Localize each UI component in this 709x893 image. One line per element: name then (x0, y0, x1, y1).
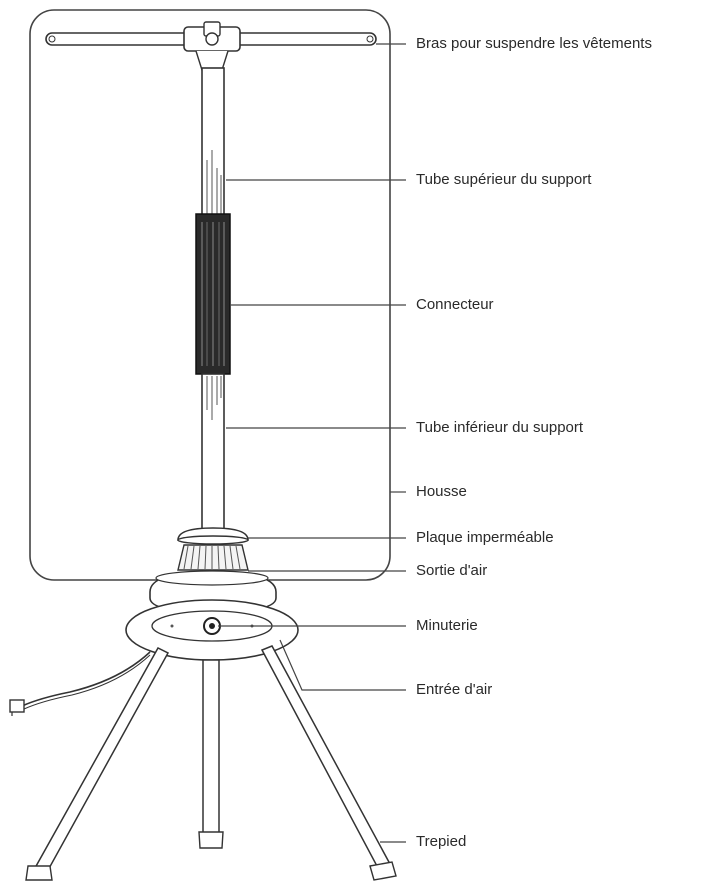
label-tripod: Trepied (416, 833, 467, 850)
label-air-outlet: Sortie d'air (416, 562, 488, 579)
label-upper-tube: Tube supérieur du support (416, 171, 592, 188)
label-cover: Housse (416, 483, 467, 500)
hanging-arms (45, 21, 377, 71)
label-lower-tube: Tube inférieur du support (416, 419, 584, 436)
label-timer: Minuterie (416, 617, 478, 634)
upper-tube (201, 67, 225, 219)
connector (195, 213, 231, 375)
leader-lines (218, 43, 406, 843)
label-waterproof-plate: Plaque imperméable (416, 529, 554, 546)
power-cord (9, 651, 151, 716)
label-arms: Bras pour suspendre les vêtements (416, 35, 652, 52)
tripod (25, 645, 397, 881)
label-connector: Connecteur (416, 296, 494, 313)
leader-air-inlet (279, 639, 406, 691)
label-air-inlet: Entrée d'air (416, 681, 493, 698)
air-outlet-grille (177, 544, 249, 571)
lower-tube (201, 373, 225, 531)
